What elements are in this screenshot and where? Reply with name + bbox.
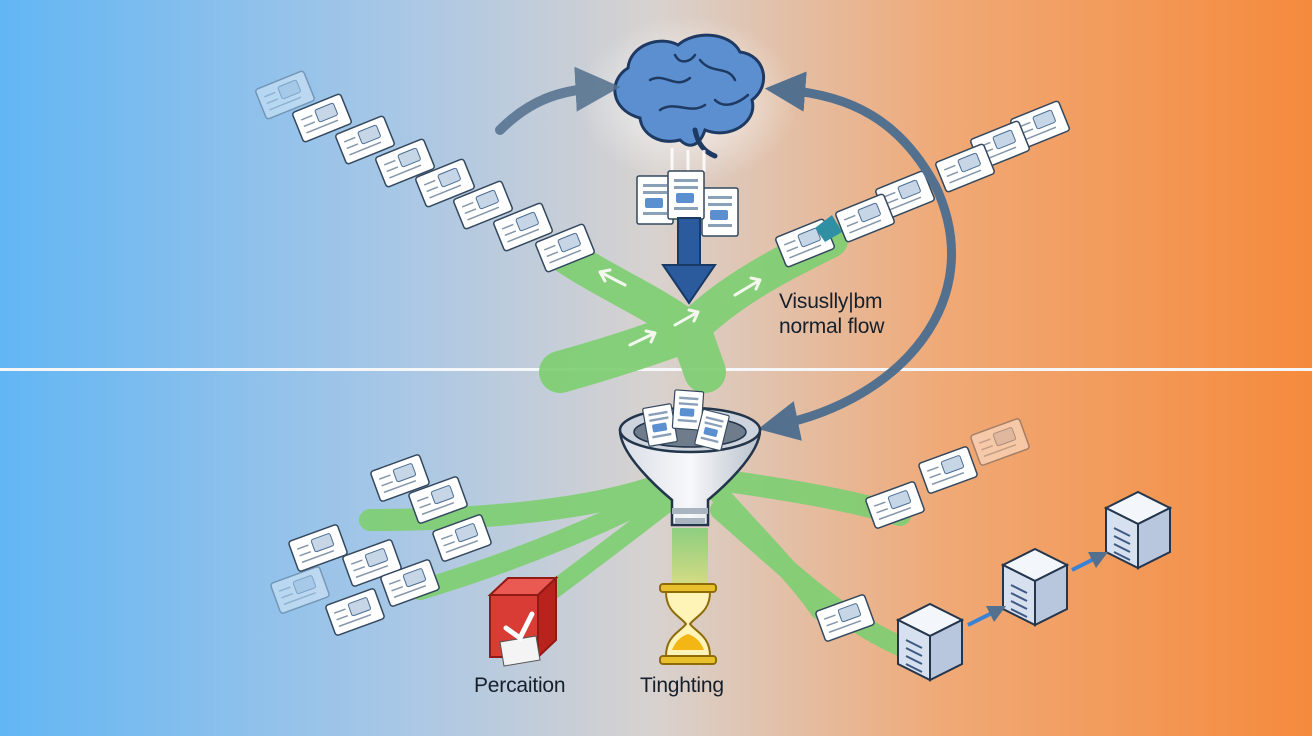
hourglass-icon xyxy=(659,583,717,665)
teal-tag-icon xyxy=(815,215,842,242)
tinghting-label: Tinghting xyxy=(640,674,724,697)
down-arrow-icon xyxy=(661,217,717,305)
caption-line-2: normal flow xyxy=(779,315,885,338)
red-warning-box-icon xyxy=(487,575,559,667)
feedback-loop-arrow xyxy=(758,71,956,441)
storage-box-icon xyxy=(897,491,1171,681)
card-stack-top-right xyxy=(774,99,1071,269)
upper-flow-arrows xyxy=(598,268,762,347)
flow-caption: Visuslly|bm normal flow xyxy=(779,289,884,339)
brain-icon xyxy=(578,15,798,185)
feedback-arrow-top-left xyxy=(495,66,621,135)
caption-line-1: Visuslly|bm xyxy=(779,290,883,313)
card-stack-lower-left xyxy=(269,453,493,637)
divider-line xyxy=(0,368,1312,371)
funnel-icon xyxy=(618,389,762,527)
percaition-label: Percaition xyxy=(474,674,566,697)
